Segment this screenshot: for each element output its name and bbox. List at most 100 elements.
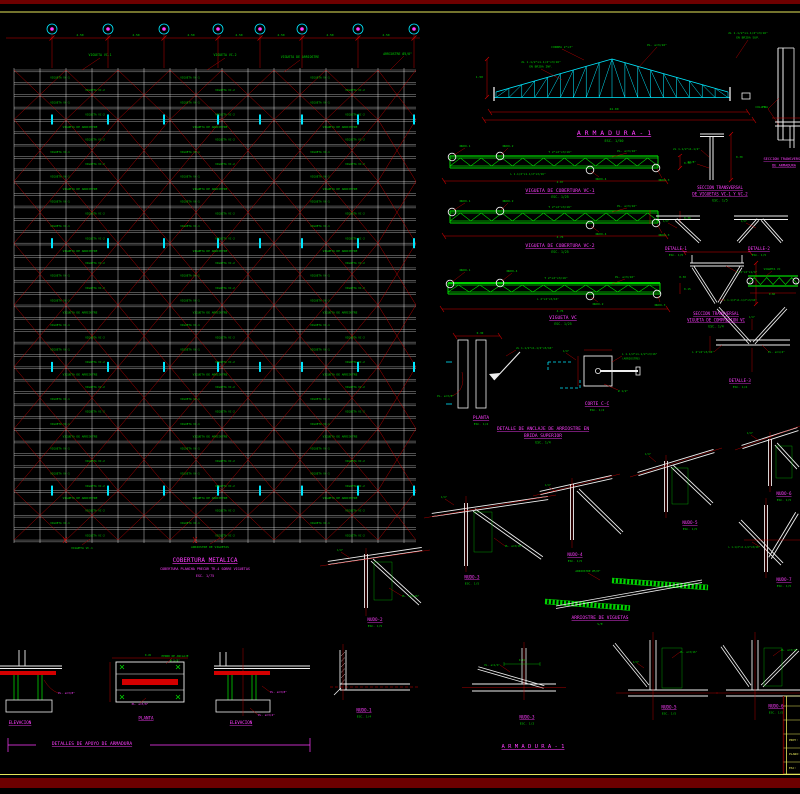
annotation: NUDO-3 <box>519 715 535 720</box>
annotation: NUDO-1 <box>356 708 372 713</box>
annotation: 4.50 <box>235 33 242 37</box>
annotation: 4.07 <box>557 180 564 184</box>
annotation: A R M A D U R A - 1 <box>577 129 651 137</box>
annotation: VIGUETA VC-2 <box>215 212 235 216</box>
transverse-sections <box>681 248 800 307</box>
annotation: NUDO-2 <box>503 199 514 203</box>
annotation: PL. e=3/4" <box>258 713 275 717</box>
annotation: VIGUETA VC-1 <box>180 224 200 228</box>
annotation: VIGUETA VC-2 <box>215 410 235 414</box>
annotation: 0.30 <box>684 161 691 165</box>
annotation: NUDO-4 <box>507 269 518 273</box>
annotation: VIGUETA VC-1 <box>310 274 330 278</box>
detalles <box>649 210 790 372</box>
annotation: PERNO DE ANCLAJE <box>162 654 189 658</box>
annotation: 1/4" <box>441 495 448 499</box>
annotation: VIGUETA DE ARRIOSTRE <box>63 311 98 315</box>
annotation: DE ARMADURA <box>772 164 797 168</box>
annotation: VIGUETA VC-1 <box>180 150 200 154</box>
annotation: 0.30 <box>736 155 743 159</box>
annotation: VIGUETA DE ARRIOSTRE <box>63 125 98 129</box>
annotation: VIGUETA DE ARRIOSTRE <box>63 496 98 500</box>
anclaje-detalles <box>446 332 641 409</box>
annotation: VIGUETA VC-1 <box>50 521 70 525</box>
annotation: 0.30 <box>684 216 691 220</box>
annotation: 4.50 <box>382 33 389 37</box>
annotation: VIGUETA VC-2 <box>345 410 365 414</box>
annotation: VIGUETA VC-2 <box>345 385 365 389</box>
annotation: DE VIGUETAS VC-1 Y VC-2 <box>692 192 748 197</box>
annotation: COLUMNA <box>755 105 768 109</box>
annotation: PL. e=3/16" <box>617 204 637 208</box>
annotation: PL. e=3/16" <box>680 650 698 654</box>
annotation: (ARRIOSTRE) <box>622 357 641 361</box>
nudo-details <box>319 425 800 616</box>
annotation: VIGUETA VC-1 <box>310 298 330 302</box>
annotation: DETALLE-3 <box>729 378 751 383</box>
annotation: VIGUETA VC-1 <box>180 76 200 80</box>
annotation: ESC. 1/5 <box>777 584 792 588</box>
annotation: DETALLES DE APOYO DE ARMADURA <box>52 741 132 747</box>
annotation: PL. e=3/16" <box>781 648 799 652</box>
annotation: VIGUETA VC-1 <box>180 471 200 475</box>
title-block <box>782 695 800 775</box>
annotation: ESC. 1/75 <box>196 574 214 578</box>
annotation: VIGUETA VC-2 <box>85 236 105 240</box>
annotation: NUDO-4 <box>596 177 607 181</box>
annotation: ESC: <box>789 766 796 770</box>
annotation: 4.50 <box>277 33 284 37</box>
annotation: VIGUETA VC-2 <box>345 459 365 463</box>
annotation: VIGUETA VC-1 <box>50 274 70 278</box>
annotation: VIGUETA VC-2 <box>345 335 365 339</box>
annotation: PLANO: <box>789 752 800 756</box>
annotation: PL. e=3/16" <box>617 149 637 153</box>
annotation: NUDO-4 <box>596 232 607 236</box>
annotation: NUDO-1 <box>460 144 471 148</box>
annotation: VIGUETA VC-1 <box>180 274 200 278</box>
annotation: NUDO-1 <box>460 268 471 272</box>
annotation: VIGUETA VC-2 <box>215 88 235 92</box>
annotation: 1/4" <box>741 219 748 223</box>
truss-armadura-1 <box>481 39 757 124</box>
annotation: T 2"x2"x3/16" <box>548 150 572 154</box>
annotation: VIGUETA DE ARRIOSTRE <box>63 187 98 191</box>
annotation: VIGUETA VC-2 <box>345 484 365 488</box>
annotation: VIGUETA VC-2 <box>85 335 105 339</box>
annotation: VIGUETA VC-2 <box>215 113 235 117</box>
annotation: VIGUETA VC-2 <box>85 286 105 290</box>
annotation: VIGUETA DE COBERTURA VC-1 <box>525 188 594 194</box>
annotation: VIGUETA VC-1 <box>180 100 200 104</box>
annotation: ESC. 1/5 <box>669 253 684 257</box>
annotation: ESC. 1/5 <box>465 582 480 586</box>
annotation: VIGUETA DE ARRIOSTRE <box>281 55 319 59</box>
annotation: PL. e=3/16" <box>402 594 420 598</box>
annotation: NUDO-3 <box>659 178 670 182</box>
annotation: PL. e=1/4" <box>484 663 500 667</box>
annotation: CORREA 2"x3" <box>551 45 573 49</box>
annotation: ESC. 1/5 <box>712 199 727 203</box>
annotation: VIGUETA VC-2 <box>215 137 235 141</box>
annotation: 2L 1.1/2"x1.1/2"x3/16" <box>521 60 561 64</box>
annotation: VIGUETA VC-2 <box>85 88 105 92</box>
annotation: NUDO-2 <box>503 144 514 148</box>
annotation: VIGUETA VC-1 <box>50 348 70 352</box>
annotation: NUDO-6 <box>776 491 792 496</box>
annotation: 2L 1.1/2"x1.1/2" <box>673 147 700 151</box>
annotation: Ø 1/2" <box>618 388 628 393</box>
annotation: BRIDA SUPERIOR <box>524 433 562 439</box>
annotation: VIGUETA VC-1 <box>88 53 111 57</box>
annotation: VIGUETA DE ARRIOSTRE <box>193 434 228 438</box>
annotation: VIGUETA VC-1 <box>50 447 70 451</box>
annotation: 4.50 <box>76 33 83 37</box>
annotation: NUDO-3 <box>655 303 666 307</box>
annotation: PL. e=3/16" <box>505 544 523 548</box>
annotation: VIGUETA VC-1 <box>180 199 200 203</box>
annotation: NUDO-3 <box>464 575 480 580</box>
annotation: VIGUETA VC-2 <box>215 261 235 265</box>
annotation: VIGUETA VC-1 <box>50 397 70 401</box>
annotation: 1.50 <box>476 75 483 79</box>
annotation: ARRIOSTRE DE VIGUETAS <box>572 615 629 621</box>
